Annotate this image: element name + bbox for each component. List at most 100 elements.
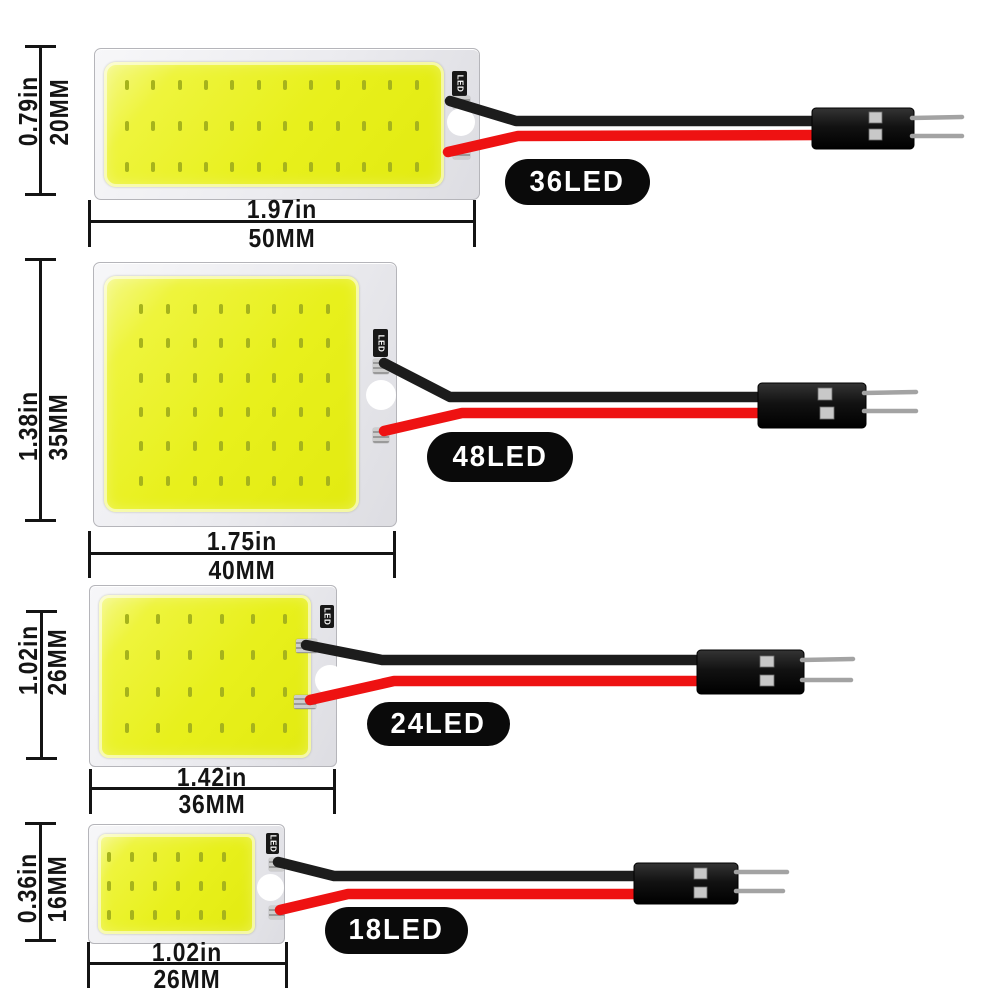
led-dot <box>204 161 209 172</box>
led-panel-pcb: LED <box>88 824 285 944</box>
led-dot <box>283 614 288 625</box>
led-count-badge: 48LED <box>427 432 573 482</box>
led-dot <box>192 304 197 315</box>
led-dot <box>388 120 393 131</box>
led-dot <box>125 120 130 131</box>
led-count-label: 36LED <box>529 165 626 198</box>
led-dot <box>251 614 256 625</box>
black-wire <box>444 95 826 127</box>
led-dot <box>283 722 288 733</box>
width-dim-line <box>90 787 336 790</box>
led-dot <box>151 79 156 90</box>
led-panel-pcb: LED <box>94 48 480 200</box>
led-dot <box>251 722 256 733</box>
led-dot <box>219 441 224 452</box>
led-dot <box>151 120 156 131</box>
led-dot <box>198 851 203 862</box>
led-dot <box>362 161 367 172</box>
led-dot-grid <box>98 834 255 934</box>
led-dot <box>124 614 129 625</box>
width-mm-label: 36MM <box>178 789 246 819</box>
led-dot <box>335 161 340 172</box>
led-dot <box>219 614 224 625</box>
led-panel-pcb: LED <box>93 262 397 527</box>
led-dot <box>192 441 197 452</box>
width-inches-label: 1.02in <box>151 937 223 967</box>
led-dot <box>192 372 197 383</box>
led-dot <box>219 338 224 349</box>
black-wire <box>378 357 772 403</box>
led-dot <box>125 161 130 172</box>
led-dot <box>245 372 250 383</box>
led-dot <box>230 120 235 131</box>
led-dot <box>414 161 419 172</box>
crimp-terminal <box>819 406 835 420</box>
height-inches-label: 1.38in <box>13 390 43 462</box>
width-dim-tick-left <box>88 200 91 247</box>
led-dot <box>272 441 277 452</box>
height-inches-label: 0.36in <box>12 852 42 924</box>
led-dot <box>139 338 144 349</box>
red-wire <box>378 407 772 437</box>
led-dot <box>325 372 330 383</box>
solder-pad-top <box>296 639 317 653</box>
smd-component: LED <box>266 833 279 854</box>
height-mm-label: 35MM <box>43 393 73 461</box>
height-dim-tick-top <box>25 258 56 261</box>
led-dot <box>165 407 170 418</box>
solder-pad-bottom <box>269 906 284 919</box>
led-count-badge: 18LED <box>325 907 468 954</box>
led-dot <box>139 372 144 383</box>
width-inches-label: 1.42in <box>176 762 248 792</box>
led-dot <box>414 79 419 90</box>
led-dot <box>156 722 161 733</box>
led-dot <box>153 880 158 891</box>
led-dot <box>230 79 235 90</box>
mount-notch <box>447 108 475 136</box>
height-mm-label: 20MM <box>44 78 74 146</box>
mount-notch <box>366 380 396 410</box>
smd-component-label: LED <box>455 74 464 93</box>
led-dot <box>256 120 261 131</box>
height-dim-tick-top <box>25 45 56 48</box>
led-dot <box>309 120 314 131</box>
width-mm-label: 50MM <box>248 223 316 253</box>
crimp-terminal <box>693 867 708 880</box>
led-dot <box>325 441 330 452</box>
solder-pad-bottom <box>453 146 470 159</box>
connector-pin <box>799 656 856 663</box>
led-dot <box>204 120 209 131</box>
led-dot <box>165 372 170 383</box>
connector-housing <box>811 107 915 150</box>
height-inches-label: 0.79in <box>13 75 43 147</box>
led-dot <box>153 851 158 862</box>
led-dot <box>107 880 112 891</box>
connector-pin <box>861 389 919 396</box>
smd-component-label: LED <box>322 607 332 626</box>
led-dot <box>188 722 193 733</box>
mount-notch <box>315 665 345 695</box>
led-dot <box>107 910 112 921</box>
led-dot <box>309 161 314 172</box>
led-dot <box>272 304 277 315</box>
width-dim-tick-left <box>88 531 91 578</box>
connector-housing <box>633 862 739 905</box>
solder-pad-bottom <box>294 695 316 709</box>
height-dim-tick-top <box>25 822 56 825</box>
height-dim-line <box>39 260 42 522</box>
smd-component: LED <box>320 605 334 628</box>
led-dot <box>283 686 288 697</box>
led-dot <box>283 120 288 131</box>
led-dot <box>388 79 393 90</box>
red-wire <box>304 675 710 706</box>
black-wire <box>272 856 648 882</box>
height-dim-tick-bottom <box>26 757 57 760</box>
width-dim-tick-left <box>87 942 90 988</box>
connector-pin <box>909 114 965 121</box>
led-dot <box>107 851 112 862</box>
led-dot <box>325 338 330 349</box>
led-dot <box>124 650 129 661</box>
led-dot <box>272 372 277 383</box>
led-dot <box>130 851 135 862</box>
